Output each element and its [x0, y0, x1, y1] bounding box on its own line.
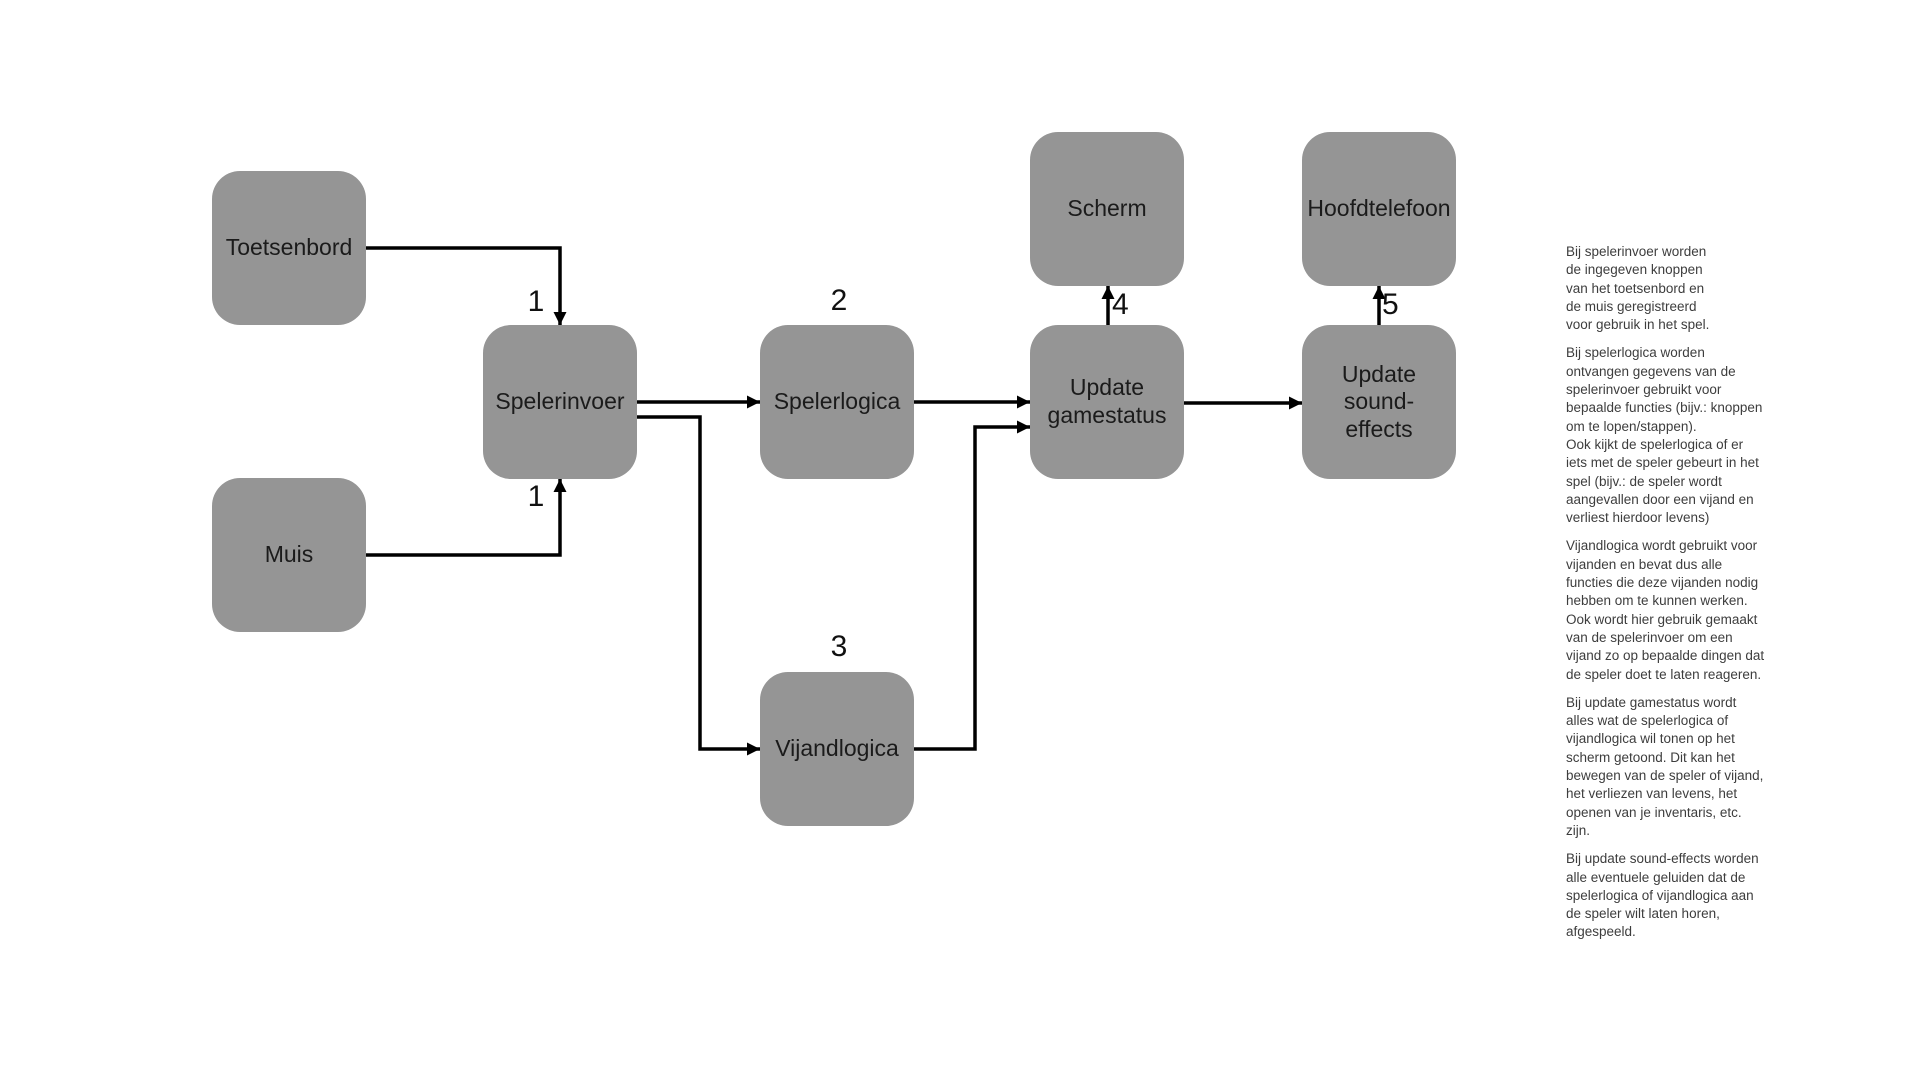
edge-toetsenbord-spelerinvoer [366, 246, 567, 325]
edge-muis-spelerinvoer [366, 479, 567, 557]
node-label: Spelerlogica [773, 388, 901, 415]
edge-spelerinvoer-vijandlogica [637, 415, 760, 756]
node-label: Muis [264, 541, 314, 568]
node-label: Update sound-effects [1341, 360, 1417, 442]
node-label: Toetsenbord [225, 234, 353, 261]
node-toetsenbord: Toetsenbord [212, 171, 366, 325]
node-update-soundeffects: Update sound-effects [1302, 325, 1456, 479]
node-vijandlogica: Vijandlogica [760, 672, 914, 826]
step-number-scherm: 4 [1112, 288, 1129, 321]
node-scherm: Scherm [1030, 132, 1184, 286]
node-spelerinvoer: Spelerinvoer [483, 325, 637, 479]
node-label: Hoofdtelefoon [1307, 195, 1451, 222]
edge-vijandlogica-updategamestatus [914, 420, 1030, 751]
node-muis: Muis [212, 478, 366, 632]
node-spelerlogica: Spelerlogica [760, 325, 914, 479]
step-number-vijandlogica: 3 [830, 630, 848, 663]
node-label: Update gamestatus [1047, 374, 1167, 428]
step-number-muis-input: 1 [527, 480, 545, 513]
node-label: Spelerinvoer [495, 388, 625, 415]
step-number-spelerlogica: 2 [830, 284, 848, 317]
step-number-toetsenbord-input: 1 [527, 285, 545, 318]
node-update-gamestatus: Update gamestatus [1030, 325, 1184, 479]
node-label: Scherm [1067, 195, 1147, 222]
step-number-hoofdtelefoon: 5 [1382, 288, 1399, 321]
node-hoofdtelefoon: Hoofdtelefoon [1302, 132, 1456, 286]
node-label: Vijandlogica [775, 735, 899, 762]
